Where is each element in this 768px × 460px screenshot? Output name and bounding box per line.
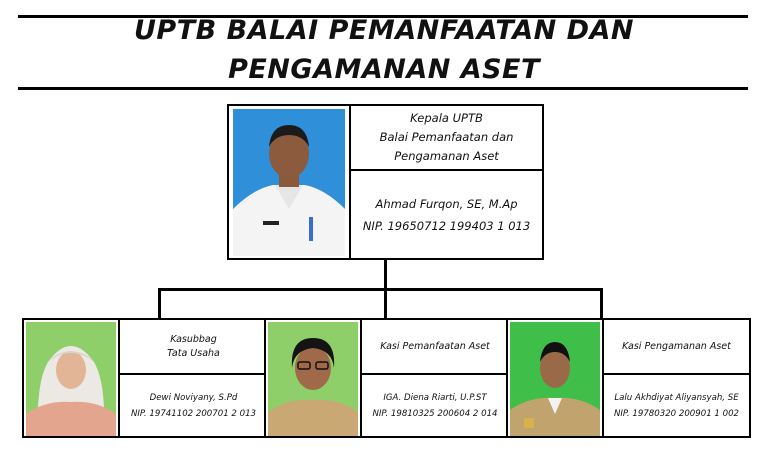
connector-right	[600, 288, 603, 319]
head-identity: Ahmad Furqon, SE, M.Ap NIP. 19650712 199…	[349, 171, 542, 258]
bottom-rule	[18, 87, 748, 90]
connector-horizontal	[158, 288, 603, 291]
person-photo-icon	[26, 322, 116, 436]
head-position-line: Kepala UPTB	[410, 111, 483, 125]
head-position: Kepala UPTB Balai Pemanfaatan dan Pengam…	[349, 106, 542, 171]
head-card: Kepala UPTB Balai Pemanfaatan dan Pengam…	[227, 104, 544, 260]
person-photo-icon	[233, 109, 345, 256]
staff-position-line: Tata Usaha	[167, 347, 220, 359]
person-photo-icon	[268, 322, 358, 436]
head-nip: NIP. 19650712 199403 1 013	[362, 218, 531, 233]
staff-card-kasi-pemanfaatan: Kasi Pemanfaatan Aset IGA. Diena Riarti,…	[264, 318, 510, 438]
staff-position-line: Kasubbag	[170, 333, 217, 345]
top-rule	[18, 15, 748, 18]
staff-photo	[26, 322, 116, 436]
connector-left	[158, 288, 161, 319]
staff-identity: Lalu Akhdiyat Aliyansyah, SE NIP. 197803…	[602, 375, 749, 436]
staff-position: Kasi Pengamanan Aset	[602, 320, 749, 375]
staff-position-line: Kasi Pemanfaatan Aset	[380, 340, 490, 352]
head-photo	[233, 109, 345, 256]
staff-position-line: Kasi Pengamanan Aset	[622, 340, 731, 352]
staff-name: Dewi Noviyany, S.Pd	[149, 392, 238, 403]
staff-nip: NIP. 19810325 200604 2 014	[372, 408, 498, 419]
head-name: Ahmad Furqon, SE, M.Ap	[375, 196, 518, 211]
connector-head-down	[384, 260, 387, 290]
staff-name: Lalu Akhdiyat Aliyansyah, SE	[614, 392, 739, 403]
staff-name: IGA. Diena Riarti, U.P.ST	[383, 392, 487, 403]
staff-identity: IGA. Diena Riarti, U.P.ST NIP. 19810325 …	[360, 375, 508, 436]
page-title-line1: UPTB BALAI PEMANFAATAN DAN	[133, 15, 634, 46]
connector-middle	[384, 288, 387, 319]
staff-card-kasubbag: Kasubbag Tata Usaha Dewi Noviyany, S.Pd …	[22, 318, 269, 438]
staff-nip: NIP. 19780320 200901 1 002	[613, 408, 740, 419]
head-position-line: Pengamanan Aset	[394, 149, 499, 163]
staff-photo	[268, 322, 358, 436]
page-title-line2: PENGAMANAN ASET	[228, 54, 540, 85]
staff-position: Kasi Pemanfaatan Aset	[360, 320, 508, 375]
person-photo-icon	[510, 322, 600, 436]
staff-nip: NIP. 19741102 200701 2 013	[130, 408, 257, 419]
head-position-line: Balai Pemanfaatan dan	[379, 130, 514, 144]
staff-identity: Dewi Noviyany, S.Pd NIP. 19741102 200701…	[118, 375, 267, 436]
staff-photo	[510, 322, 600, 436]
staff-position: Kasubbag Tata Usaha	[118, 320, 267, 375]
staff-card-kasi-pengamanan: Kasi Pengamanan Aset Lalu Akhdiyat Aliya…	[506, 318, 751, 438]
